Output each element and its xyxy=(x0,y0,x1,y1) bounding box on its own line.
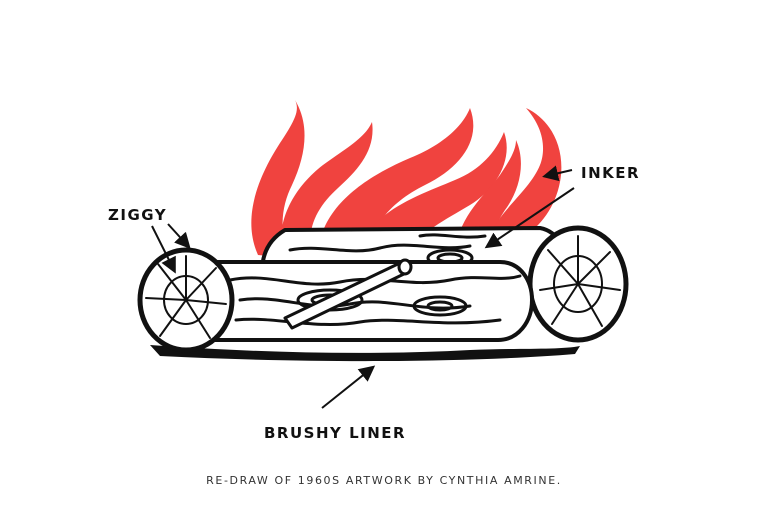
flame-5 xyxy=(455,140,521,250)
left-log-end xyxy=(137,247,235,353)
flame-4 xyxy=(360,132,507,252)
flame-2 xyxy=(280,122,373,255)
flame-6 xyxy=(488,108,562,238)
callout-arrows xyxy=(151,165,575,409)
stick xyxy=(283,258,413,330)
ziggy-arrow-1 xyxy=(151,225,176,274)
flames xyxy=(251,100,562,258)
credit-caption: RE-DRAW OF 1960S ARTWORK BY CYNTHIA AMRI… xyxy=(206,474,562,487)
front-log xyxy=(173,260,534,342)
ziggy-label: ZIGGY xyxy=(108,206,168,224)
flame-3 xyxy=(318,108,474,255)
inker-arrow-1 xyxy=(542,165,573,182)
flame-1 xyxy=(251,100,305,258)
brushy-liner-label: BRUSHY LINER xyxy=(264,424,407,442)
ground-shadow xyxy=(150,345,580,362)
ziggy-arrow-2 xyxy=(167,223,191,249)
inker-label: INKER xyxy=(581,164,641,182)
brushy-liner-arrow xyxy=(321,365,376,409)
right-log-end xyxy=(527,225,629,343)
inker-arrow-2 xyxy=(484,187,575,249)
